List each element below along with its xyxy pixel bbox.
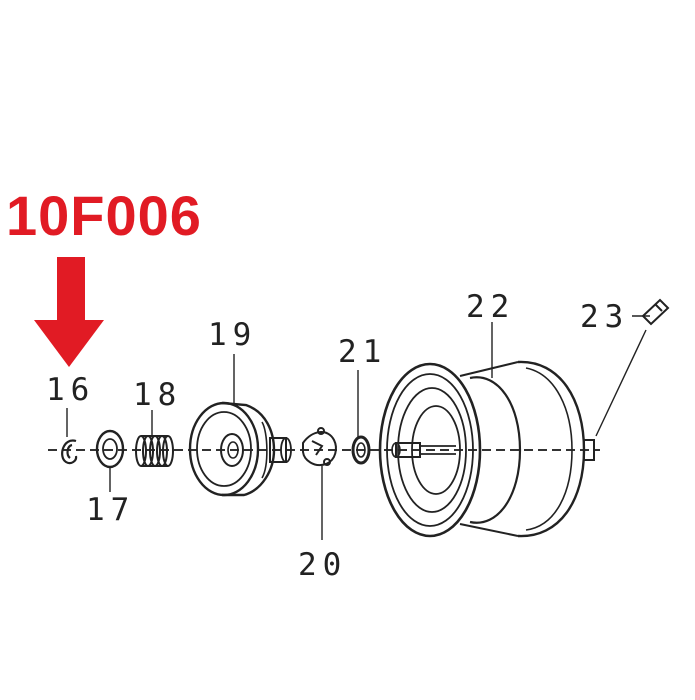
part-18-spring [135,410,174,467]
callout-17: 17 [86,492,135,528]
part-code-label: 10F006 [6,184,202,247]
callout-21: 21 [338,334,387,370]
part-20-wing-clip [302,427,337,540]
highlight-arrow-icon [34,257,104,367]
part-17-washer [95,429,125,492]
part-21-ring [351,370,371,465]
callout-18: 18 [133,377,182,413]
callout-20: 20 [298,547,347,583]
callout-23: 23 [580,299,629,335]
callout-22: 22 [466,289,515,325]
part-19-drag-cup [188,354,292,497]
part-16-clip [61,408,78,465]
part-22-spool [378,322,595,538]
part-23-pin [595,298,670,437]
callout-19: 19 [208,317,257,353]
callout-16: 16 [46,372,95,408]
